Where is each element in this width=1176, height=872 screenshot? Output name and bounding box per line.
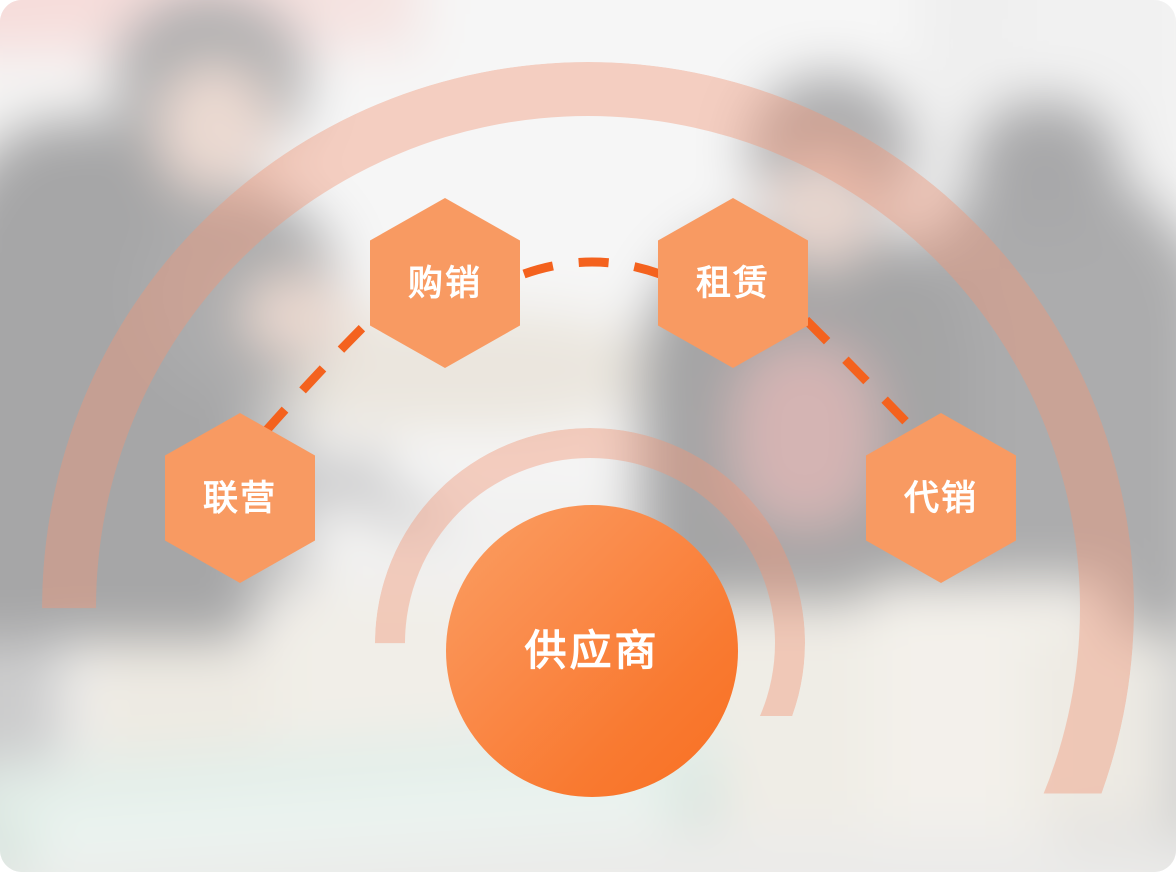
node-lianying-label: 联营 [202,478,277,518]
node-supplier-hub-label: 供应商 [524,627,660,674]
node-gouxiao-label: 购销 [407,263,482,303]
node-daixiao-label: 代销 [903,478,978,518]
node-zulin-label: 租赁 [695,263,770,303]
node-supplier-hub[interactable]: 供应商 [446,505,738,797]
